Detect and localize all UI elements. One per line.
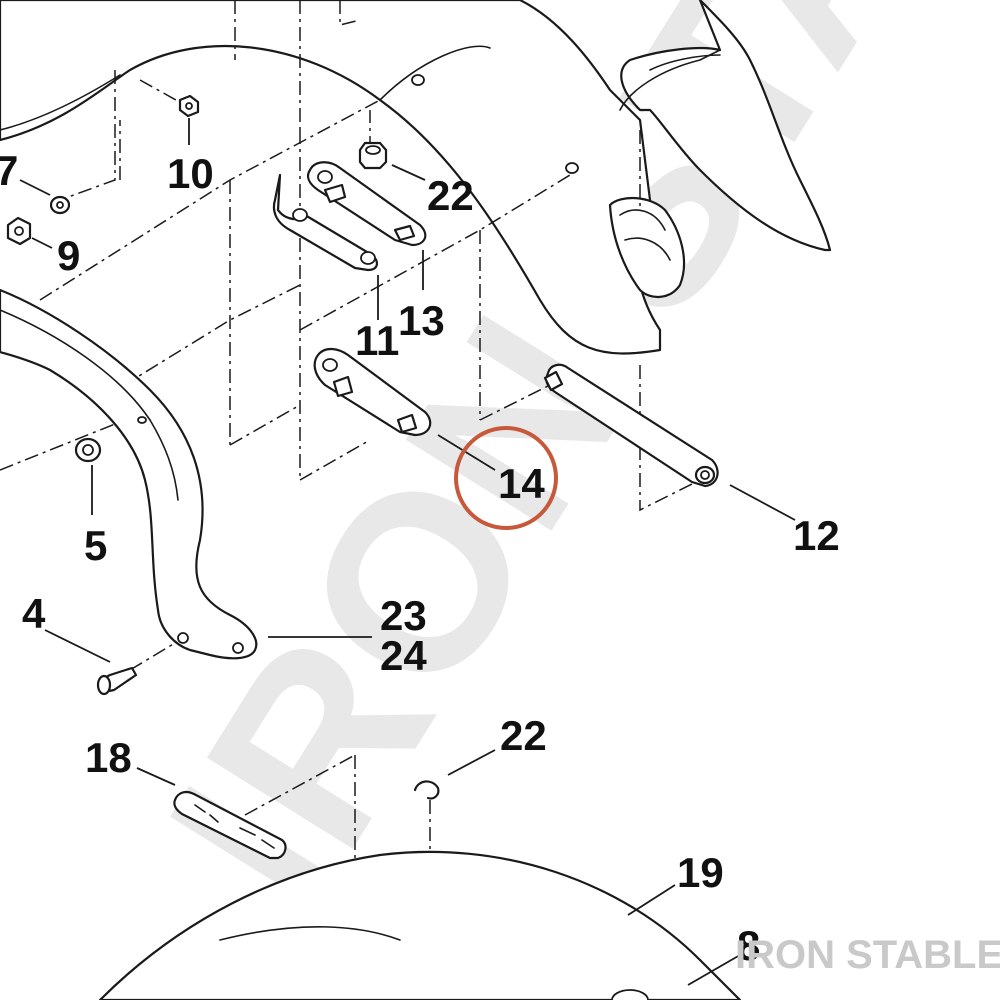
link-12 (543, 363, 719, 488)
callout-5: 5 (84, 522, 107, 569)
leader-lines (19, 118, 796, 986)
assembly-lines (0, 0, 701, 1000)
callout-11: 11 (355, 317, 399, 364)
callout-14: 14 (498, 460, 545, 507)
callout-22-lower: 22 (500, 712, 547, 759)
badge-18 (173, 790, 287, 860)
strut-23-24 (0, 288, 258, 660)
link-plates-upper (272, 161, 427, 272)
callout-10: 10 (167, 150, 214, 197)
callout-9: 9 (57, 232, 80, 279)
callout-19: 19 (677, 849, 724, 896)
callout-18: 18 (85, 734, 132, 781)
callout-7: 7 (0, 147, 18, 194)
callout-22-upper: 22 (427, 172, 474, 219)
callout-12: 12 (793, 512, 840, 559)
highlight-ring (454, 426, 558, 530)
rear-fender (0, 0, 832, 355)
callout-23: 23 (380, 592, 427, 639)
lower-fender-19 (98, 850, 742, 1000)
brand-mark: IRON STABLE (735, 933, 1000, 977)
callout-labels: 7 10 22 9 13 11 14 5 12 4 23 24 18 22 19… (0, 147, 840, 969)
callout-13: 13 (398, 297, 445, 344)
callout-24: 24 (380, 632, 427, 679)
callout-4: 4 (22, 590, 46, 637)
callout-8: 8 (737, 922, 760, 969)
plate-14 (313, 347, 432, 437)
